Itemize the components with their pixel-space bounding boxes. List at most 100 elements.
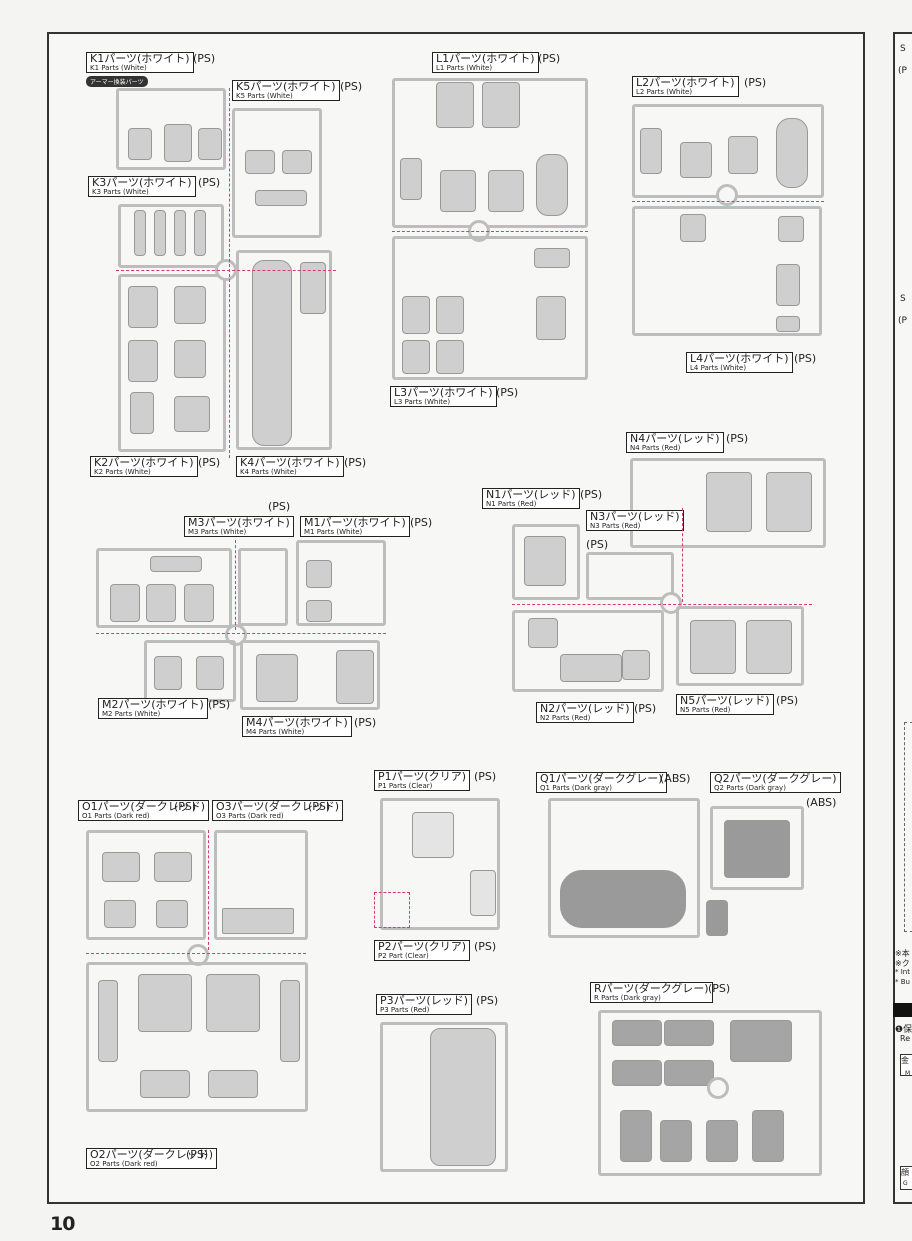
- n3-runner: [586, 552, 674, 600]
- k4-label-jp: K4パーツ(ホワイト): [240, 456, 340, 469]
- p3-label: P3パーツ(レッド)P3 Parts (Red) (PS): [376, 994, 498, 1016]
- n5-label-jp: N5パーツ(レッド): [680, 694, 770, 707]
- o3-material: (PS): [308, 800, 331, 813]
- runner-divider: [512, 604, 812, 605]
- k4-material: (PS): [344, 456, 367, 469]
- p2-highlight: [374, 892, 410, 928]
- l3-runner: [392, 236, 588, 380]
- o1-part: [154, 852, 192, 882]
- r-part: [664, 1020, 714, 1046]
- l2-label-en: L2 Parts (White): [636, 87, 693, 96]
- n2-material: (PS): [634, 702, 657, 715]
- p1-material: (PS): [474, 770, 497, 783]
- r-label-en: R Parts (Dark gray): [594, 993, 661, 1002]
- n1-material: (PS): [580, 488, 603, 501]
- k4-runner: [236, 250, 332, 450]
- runner-divider: [86, 953, 306, 954]
- k3-material: (PS): [198, 176, 221, 189]
- k2-part: [174, 340, 206, 378]
- m4-material: (PS): [354, 716, 377, 729]
- q1-part: [706, 900, 728, 936]
- n3-label-jp: N3パーツ(レッド): [590, 510, 680, 523]
- m1-part: [306, 600, 332, 622]
- k2-label-jp: K2パーツ(ホワイト): [94, 456, 194, 469]
- n5-label-en: N5 Parts (Red): [680, 705, 731, 714]
- p2-label-en: P2 Part (Clear): [378, 951, 429, 960]
- m2-label-jp: M2パーツ(ホワイト): [102, 698, 204, 711]
- l1-label-en: L1 Parts (White): [436, 63, 493, 72]
- q1-label: Q1パーツ(ダークグレー)Q1 Parts (Dark gray) (ABS): [536, 772, 690, 794]
- q1-label-en: Q1 Parts (Dark gray): [540, 783, 612, 792]
- k1-runner: [116, 88, 226, 170]
- adjacent-box-text: M: [905, 1070, 911, 1077]
- adjacent-note: * Bu: [895, 978, 910, 986]
- runner-divider: [682, 508, 683, 602]
- n2-part: [560, 654, 622, 682]
- k1-label: K1パーツ(ホワイト)K1 Parts (White) (PS): [86, 52, 215, 74]
- n2-label: N2パーツ(レッド)N2 Parts (Red) (PS): [536, 702, 656, 724]
- n1-runner: [512, 524, 580, 600]
- m1-label: M1パーツ(ホワイト)M1 Parts (White) (PS): [300, 516, 432, 538]
- p3-part: [430, 1028, 496, 1166]
- k5-part: [245, 150, 275, 174]
- adjacent-note: ※ク: [895, 959, 910, 968]
- n4-part: [766, 472, 812, 532]
- k4-label: K4パーツ(ホワイト)K4 Parts (White) (PS): [236, 456, 366, 478]
- adjacent-box: [904, 722, 912, 932]
- p2-label-jp: P2パーツ(クリア): [378, 940, 466, 953]
- m2-part: [184, 584, 214, 622]
- l1-runner: [392, 78, 588, 228]
- l1-part: [488, 170, 524, 212]
- k5-label: K5パーツ(ホワイト)K5 Parts (White) (PS): [232, 80, 362, 102]
- k2-material: (PS): [198, 456, 221, 469]
- k3-part: [134, 210, 146, 256]
- adjacent-box-text: 顔: [901, 1168, 909, 1177]
- runner-divider: [96, 633, 386, 634]
- m2-part: [110, 584, 140, 622]
- p3-label-en: P3 Parts (Red): [380, 1005, 430, 1014]
- k2-part: [128, 286, 158, 328]
- m2-part: [196, 656, 224, 690]
- p1-label-en: P1 Parts (Clear): [378, 781, 433, 790]
- l3-label: L3パーツ(ホワイト)L3 Parts (White) (PS): [390, 386, 518, 408]
- adjacent-page-frame: [893, 32, 912, 1204]
- o2-part: [208, 1070, 258, 1098]
- m2-label: M2パーツ(ホワイト)M2 Parts (White) (PS): [98, 698, 230, 720]
- q2-material: (ABS): [806, 796, 837, 809]
- p2-label: P2パーツ(クリア)P2 Part (Clear) (PS): [374, 940, 496, 962]
- l2-label: L2パーツ(ホワイト)L2 Parts (White) (PS): [632, 76, 766, 98]
- k5-runner: [232, 108, 322, 238]
- p1-label-jp: P1パーツ(クリア): [378, 770, 466, 783]
- o1-part: [104, 900, 136, 928]
- adjacent-box-text: 金: [901, 1056, 909, 1065]
- m4-label-jp: M4パーツ(ホワイト): [246, 716, 348, 729]
- o3-label-jp: O3パーツ(ダークレッド): [216, 800, 340, 813]
- n4-part: [706, 472, 752, 532]
- k2-label: K2パーツ(ホワイト)K2 Parts (White) (PS): [90, 456, 220, 478]
- l3-part: [436, 340, 464, 374]
- n2-label-en: N2 Parts (Red): [540, 713, 591, 722]
- l1-material: (PS): [538, 52, 561, 65]
- l2-part: [728, 136, 758, 174]
- m1-label-jp: M1パーツ(ホワイト): [304, 516, 406, 529]
- o2-part: [280, 980, 300, 1062]
- q1-material: (ABS): [660, 772, 691, 785]
- runner-divider: [392, 231, 588, 232]
- m4-part: [336, 650, 374, 704]
- l2-label-jp: L2パーツ(ホワイト): [636, 76, 735, 89]
- l3-label-jp: L3パーツ(ホワイト): [394, 386, 493, 399]
- adjacent-fragment: (P: [898, 66, 907, 76]
- r-part: [660, 1120, 692, 1162]
- p3-runner: [380, 1022, 508, 1172]
- adjacent-note: ❶保: [895, 1025, 912, 1035]
- n2-part: [528, 618, 558, 648]
- m2-part: [154, 656, 182, 690]
- adjacent-note: * Int: [895, 968, 910, 976]
- runner-divider: [235, 540, 236, 630]
- n4-label: N4パーツ(レッド)N4 Parts (Red) (PS): [626, 432, 748, 454]
- k1-material: (PS): [193, 52, 216, 65]
- n2-label-jp: N2パーツ(レッド): [540, 702, 630, 715]
- k1-label-en: K1 Parts (White): [90, 63, 147, 72]
- k2-part: [174, 286, 206, 324]
- o2-material: (PS): [186, 1148, 209, 1161]
